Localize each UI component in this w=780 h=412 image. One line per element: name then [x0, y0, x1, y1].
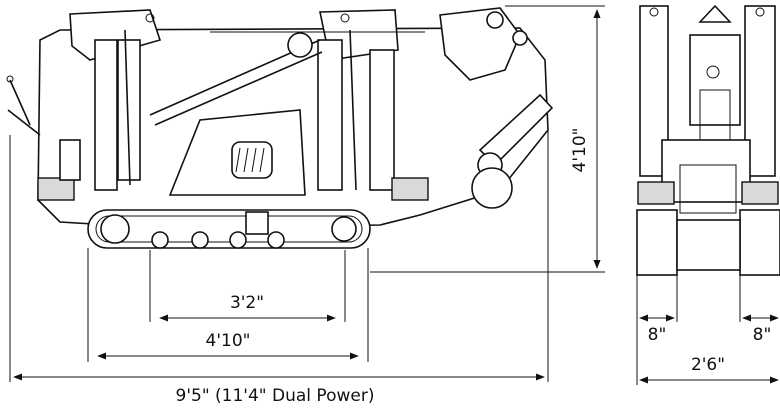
- boom-line-2: [154, 51, 323, 126]
- dim-track-length-label: 4'10": [206, 331, 251, 351]
- pin: [145, 13, 155, 23]
- dim-total-length-label: 9'5" (11'4" Dual Power): [176, 386, 375, 406]
- roller: [151, 231, 169, 249]
- right-cylinder: [349, 29, 357, 191]
- vent-slat: [235, 147, 241, 173]
- control-lever-2: [7, 109, 41, 136]
- dim-wheelbase-label: 3'2": [230, 293, 264, 313]
- front-hook-eye: [698, 4, 732, 23]
- right-foot-pad: [391, 177, 429, 201]
- left-front-leg: [117, 39, 141, 181]
- control-lever-1: [9, 79, 31, 126]
- front-body: [661, 139, 751, 203]
- pin: [649, 7, 659, 17]
- jib-sheave: [486, 11, 504, 29]
- dim-overall-width-label: 2'6": [691, 355, 725, 375]
- right-rear-leg: [317, 39, 343, 191]
- lever-knob: [6, 75, 14, 83]
- roller: [267, 231, 285, 249]
- vent-slat: [259, 147, 265, 173]
- pin: [755, 7, 765, 17]
- hook-disc: [471, 167, 513, 209]
- idler-wheel: [331, 216, 357, 242]
- dim-track-width-right-label: 8": [753, 325, 772, 345]
- pin: [340, 13, 350, 23]
- roller: [229, 231, 247, 249]
- side-view: 3'2" 4'10" 9'5" (11'4" Dual Power) 4'10": [6, 5, 605, 406]
- engine-vent: [231, 141, 273, 179]
- drive-sprocket: [100, 214, 130, 244]
- track-motor-cover: [245, 211, 269, 235]
- front-left-pad: [637, 181, 675, 205]
- dim-height-label: 4'10": [570, 128, 590, 173]
- front-body-panel: [679, 164, 737, 214]
- mast-pin: [706, 65, 720, 79]
- front-view: 8" 8" 2'6": [636, 4, 780, 385]
- right-front-leg: [369, 49, 395, 191]
- left-foot-pad: [37, 177, 75, 201]
- roller: [191, 231, 209, 249]
- dim-track-width-left-label: 8": [648, 325, 667, 345]
- left-rear-leg: [94, 39, 118, 191]
- front-right-pad: [741, 181, 779, 205]
- left-foot-bracket: [59, 139, 81, 181]
- front-left-track: [636, 209, 678, 276]
- front-right-track: [739, 209, 780, 276]
- track-inner: [95, 215, 363, 243]
- jib-sheave-2: [512, 30, 528, 46]
- vent-slat: [243, 147, 249, 173]
- left-cylinder: [124, 29, 131, 186]
- jib-head: [439, 7, 521, 81]
- front-mast: [689, 34, 741, 126]
- vent-slat: [251, 147, 257, 173]
- front-undercarriage: [676, 219, 741, 271]
- boom-pivot: [287, 32, 313, 58]
